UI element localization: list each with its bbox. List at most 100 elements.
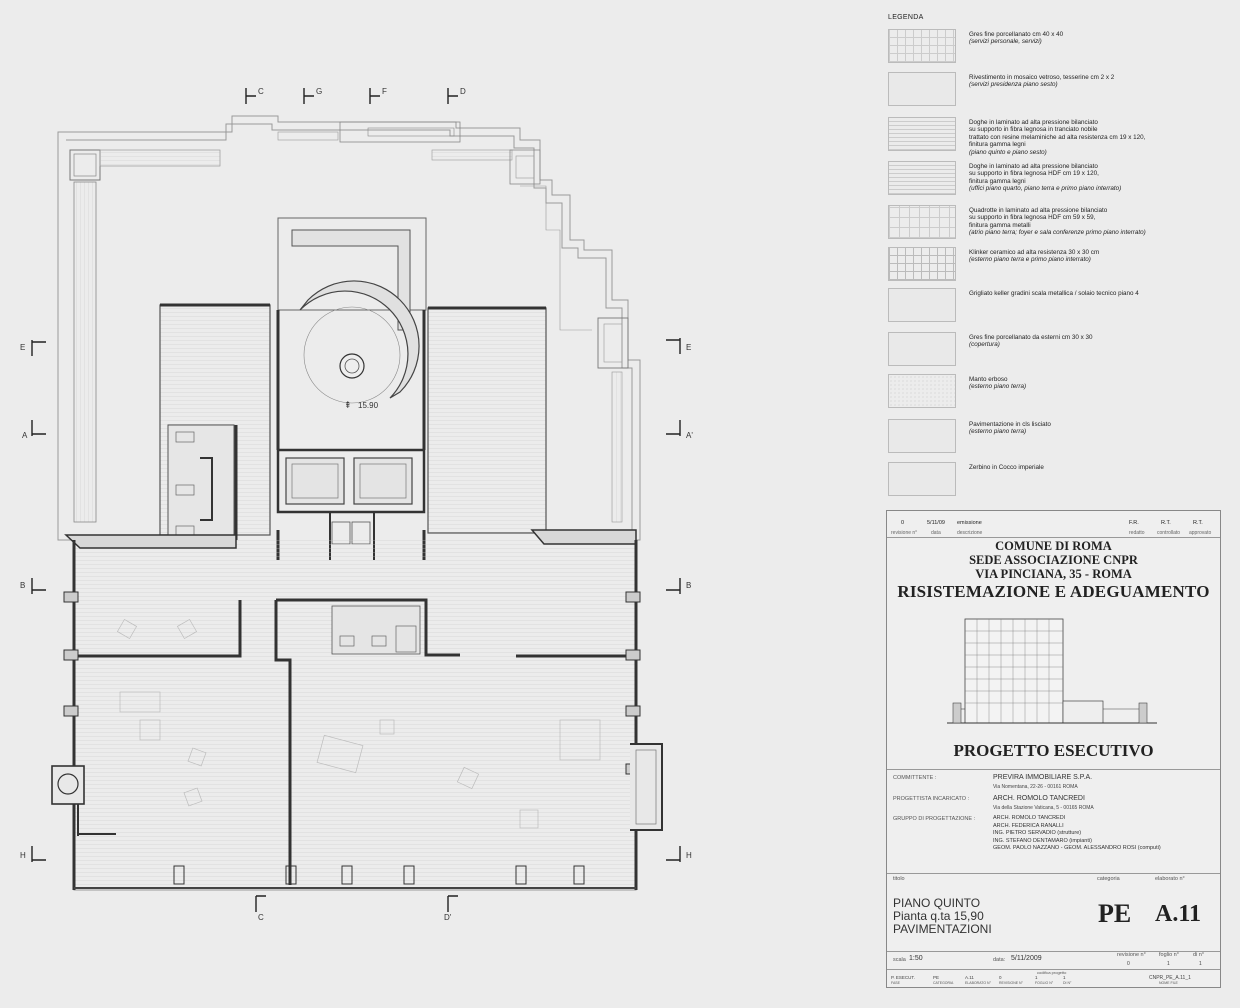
data-label: data: [993,957,1006,963]
elaborato-label: elaborato n° [1155,876,1185,882]
legend-item: Gres fine porcellanato da esterni cm 30 … [888,332,1228,368]
legend-material-name: Grigliato keller gradini scala metallica… [969,290,1139,297]
codifica-sublabel: FASE [891,981,900,985]
legend-material-note: (esterno piano terra) [969,428,1027,436]
legend-material-note: (uffici piano quarto, piano terra e prim… [969,185,1122,193]
section-label-right-3: B [686,581,691,590]
legend-swatch [888,72,956,106]
scala-label: scala [893,957,906,963]
section-label-left-3: B [20,581,25,590]
drawing-title: PIANO QUINTO Pianta q.ta 15,90 PAVIMENTA… [893,897,992,936]
rev-h-rev: revisione n° [891,530,918,536]
legend-material-name: Doghe in laminato ad alta pressione bila… [969,119,1146,149]
drawing-title-2: Pianta q.ta 15,90 [893,909,984,923]
legend-item: Grigliato keller gradini scala metallica… [888,288,1228,324]
scala-value: 1:50 [909,955,923,962]
gruppo-member: ARCH. ROMOLO TANCREDI [993,815,1066,821]
legend-text: Grigliato keller gradini scala metallica… [969,290,1229,297]
level-symbol: ⇞ [344,400,352,410]
codifica-sublabel: CATEGORIA [933,981,954,985]
legend-item: Doghe in laminato ad alta pressione bila… [888,117,1229,156]
legend-text: Zerbino in Cocco imperiale [969,464,1229,471]
codifica-field: A.11 [965,975,974,980]
legend-item: Rivestimento in mosaico vetroso, tesseri… [888,72,1228,108]
foglio-value: 1 [1167,961,1170,967]
gruppo-member: ING. STEFANO DENTAMARO (impianti) [993,837,1092,844]
committente-name: PREVIRA IMMOBILIARE S.P.A. [993,774,1093,781]
legend-text: Doghe in laminato ad alta pressione bila… [969,119,1229,156]
legend-item: Klinker ceramico ad alta resistenza 30 x… [888,247,1228,283]
foglio-label: foglio n° [1159,952,1179,958]
section-markers [31,88,681,912]
section-label-right-4: H [686,851,692,860]
file-name: CNPR_PE_A.11_1 [1149,975,1191,981]
data-value: 5/11/2009 [1011,955,1042,962]
revisione-label: revisione n° [1117,952,1146,958]
legend-swatch [888,161,956,195]
progettista-address: Via della Stazione Vaticana, 5 - 00165 R… [993,805,1094,811]
legend-swatch [888,288,956,322]
legend-item: Manto erboso(esterno piano terra) [888,374,1228,410]
di-label: di n° [1193,952,1205,958]
legend-material-name: Doghe in laminato ad alta pressione bila… [969,163,1099,185]
drawing-title-1: PIANO QUINTO [893,896,981,910]
legend-material-name: Zerbino in Cocco imperiale [969,464,1044,471]
separator [887,969,1220,970]
legend-material-note: (servizi presidenza piano sesto) [969,81,1058,89]
di-value: 1 [1199,961,1202,967]
legend-material-name: Gres fine porcellanato da esterni cm 30 … [969,334,1093,341]
legend-material-note: (servizi personale, servizi) [969,38,1042,46]
legend-swatch [888,205,956,239]
rev-approvato: R.T. [1193,520,1203,526]
separator [887,873,1220,874]
drawing-title-3: PAVIMENTAZIONI [893,922,992,936]
level-marker: 15.90 [358,401,379,410]
gruppo-member: ARCH. FEDERICA RANALLI [993,822,1064,829]
codifica-sublabel: ELABORATO N° [965,981,991,985]
legend-swatch [888,332,956,366]
legend-text: Pavimentazione in cls lisciato(esterno p… [969,421,1229,436]
legend-material-name: Rivestimento in mosaico vetroso, tesseri… [969,74,1115,81]
legend-text: Rivestimento in mosaico vetroso, tesseri… [969,74,1229,89]
section-label-top-4: D [460,87,466,96]
revisione-value: 0 [1127,961,1130,967]
building-elevation-drawing [947,618,1157,724]
rev-h-red: redatto [1129,530,1145,536]
legend-text: Gres fine porcellanato cm 40 x 40(serviz… [969,31,1229,46]
title-block: 0 5/11/09 emissione F.R. R.T. R.T. revis… [886,510,1221,988]
legend-swatch [888,419,956,453]
rev-redatto: F.R. [1129,520,1139,526]
codifica-field: P. ESECUT. [891,975,915,980]
project-line-1: COMUNE DI ROMA [995,539,1112,553]
revision-table: 0 5/11/09 emissione F.R. R.T. R.T. revis… [887,511,1220,538]
legend-swatch [888,374,956,408]
legend-item: Quadrotte in laminato ad alta pressione … [888,205,1228,241]
legend-material-note: (piano quinto e piano sesto) [969,148,1047,156]
legend-material-name: Quadrotte in laminato ad alta pressione … [969,207,1108,229]
legend-swatch [888,117,956,151]
rev-desc: emissione [957,520,982,526]
titolo-label: titolo [893,876,905,882]
rev-controllato: R.T. [1161,520,1171,526]
section-label-right-1: E [686,343,691,352]
legend-item: Doghe in laminato ad alta pressione bila… [888,161,1228,197]
section-label-left-2: A [22,431,28,440]
gruppo-label: GRUPPO DI PROGETTAZIONE : [893,816,976,822]
legend-material-name: Manto erboso [969,376,1008,383]
phase-title: PROGETTO ESECUTIVO [953,741,1154,760]
progettista-label: PROGETTISTA INCARICATO : [893,796,970,802]
separator [887,951,1220,952]
legend-material-name: Gres fine porcellanato cm 40 x 40 [969,31,1064,38]
section-label-bottom-2: D' [444,913,452,922]
services-left [167,424,238,541]
codifica-label: codifica progetto [1037,970,1067,975]
section-label-right-2: A' [686,431,693,440]
rev-h-data: data [931,530,941,536]
section-label-left-1: E [20,343,25,352]
section-labels: C G F D E A B H E A' B H C D' [20,87,693,922]
legend-text: Manto erboso(esterno piano terra) [969,376,1229,391]
rev-h-app: approvato [1189,530,1212,536]
legend-material-note: (esterno piano terra) [969,383,1027,391]
codifica-field: PE [933,975,940,980]
categoria-label: categoria [1097,876,1120,882]
